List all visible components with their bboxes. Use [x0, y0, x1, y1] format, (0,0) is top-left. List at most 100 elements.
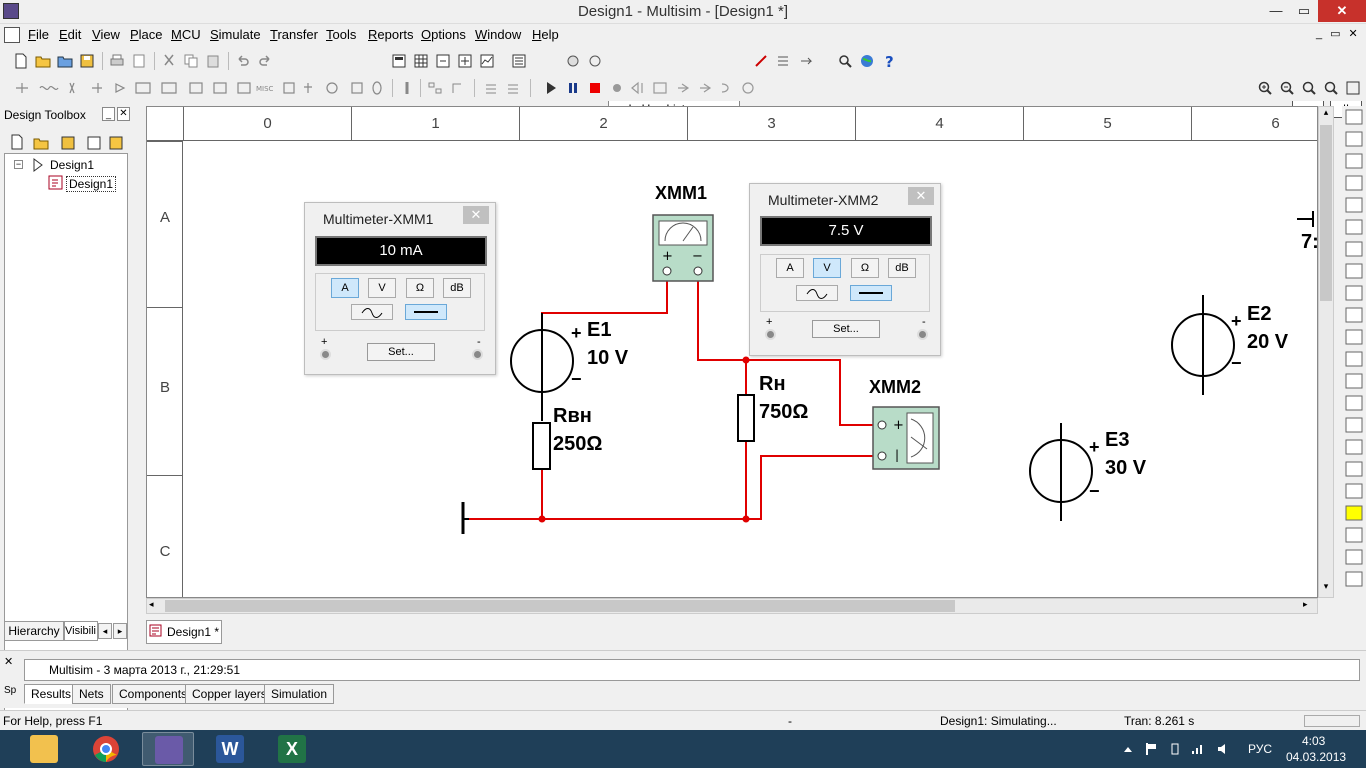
scroll-left-icon[interactable]: ◂ — [149, 599, 154, 609]
xmm1-mode-ampere-button[interactable]: A — [331, 278, 359, 298]
zoom-full-icon[interactable] — [1344, 79, 1362, 97]
tab-simulation[interactable]: Simulation — [264, 684, 335, 704]
help-icon[interactable]: ? — [880, 52, 898, 71]
menu-file[interactable]: File — [28, 27, 49, 42]
tree-child-label[interactable]: Design1 — [66, 176, 117, 192]
open-folder-icon[interactable] — [34, 52, 52, 70]
menu-reports[interactable]: Reports — [368, 27, 414, 42]
step-controls-icons[interactable] — [630, 79, 760, 97]
taskbar-excel[interactable]: X — [266, 732, 318, 766]
find-examples-icon[interactable] — [836, 52, 854, 70]
schematic-canvas[interactable]: 0 1 2 3 4 5 6 A B C — [146, 106, 1318, 598]
open-samples-icon[interactable] — [56, 52, 74, 70]
xmm1-close-button[interactable]: ✕ — [463, 206, 489, 224]
tray-time[interactable]: 4:03 — [1302, 734, 1326, 748]
xmm2-mode-ohm-button[interactable]: Ω — [851, 258, 879, 278]
xmm1-minus-terminal[interactable] — [472, 349, 483, 360]
database-manager-icon[interactable] — [456, 52, 474, 70]
taskbar-multisim[interactable] — [142, 732, 194, 766]
menu-edit[interactable]: Edit — [59, 27, 82, 42]
tab-components[interactable]: Components — [112, 684, 195, 704]
connector-icon[interactable] — [448, 79, 466, 97]
tab-copper-layers[interactable]: Copper layers — [185, 684, 274, 704]
paste-icon[interactable] — [204, 52, 222, 70]
tree-root-label[interactable]: Design1 — [50, 158, 95, 172]
canvas-horizontal-scrollbar[interactable]: ◂ ▸ — [146, 598, 1318, 614]
component-view-icon[interactable] — [434, 52, 452, 70]
close-button[interactable]: ✕ — [1318, 0, 1366, 22]
pause-at-next-icon[interactable] — [608, 79, 626, 97]
new-file-icon[interactable] — [12, 52, 30, 70]
undo-icon[interactable] — [234, 52, 252, 70]
xmm2-mode-volt-button[interactable]: V — [813, 258, 841, 278]
horizontal-scroll-thumb[interactable] — [165, 600, 955, 612]
app-icon[interactable] — [3, 3, 19, 19]
xmm2-minus-terminal[interactable] — [917, 329, 928, 340]
scroll-down-icon[interactable]: ▾ — [1323, 581, 1329, 591]
xmm1-dc-button[interactable] — [405, 304, 447, 320]
menu-simulate[interactable]: Simulate — [210, 27, 261, 42]
postprocess-icon[interactable] — [482, 79, 500, 97]
probe-icon[interactable] — [752, 52, 770, 70]
zoom-in-icon[interactable] — [1256, 79, 1274, 97]
document-icon[interactable] — [4, 27, 20, 43]
xmm1-mode-db-button[interactable]: dB — [443, 278, 471, 298]
postprocessor-icon[interactable] — [510, 52, 528, 70]
zoom-area-icon[interactable] — [1300, 79, 1318, 97]
tab-visibility[interactable]: Visibili — [64, 621, 98, 641]
list-icon[interactable] — [774, 52, 792, 70]
restore-button[interactable]: ▭ — [1297, 3, 1311, 18]
menu-tools[interactable]: Tools — [326, 27, 357, 42]
taskbar-chrome[interactable] — [80, 732, 132, 766]
xmm2-mode-db-button[interactable]: dB — [888, 258, 916, 278]
mdi-controls[interactable]: _▭✕ — [1316, 28, 1358, 40]
electrical-rules-icon[interactable] — [564, 52, 582, 70]
component-bin-icons[interactable]: MISC — [12, 79, 382, 97]
menu-help[interactable]: Help — [532, 27, 559, 42]
toolbox-pin-icon[interactable]: _ — [102, 107, 115, 121]
instrument-icons[interactable] — [1342, 106, 1366, 636]
multimeter-xmm1-window[interactable]: Multimeter-XMM1 ✕ 10 mA A V Ω dB + Set..… — [304, 202, 496, 375]
grapher-icon[interactable] — [478, 52, 496, 70]
tray-language[interactable]: РУС — [1248, 742, 1273, 756]
cut-icon[interactable] — [160, 52, 178, 70]
bus-icon[interactable] — [398, 79, 416, 97]
toolbox-close-icon[interactable]: ✕ — [117, 107, 130, 121]
xmm2-close-button[interactable]: ✕ — [908, 187, 934, 205]
scroll-up-icon[interactable]: ▴ — [1323, 107, 1329, 117]
xmm1-mode-ohm-button[interactable]: Ω — [406, 278, 434, 298]
xmm2-dc-button[interactable] — [850, 285, 892, 301]
menu-window[interactable]: Window — [475, 27, 522, 42]
menu-transfer[interactable]: Transfer — [270, 27, 318, 42]
hierarchy-icon[interactable] — [426, 79, 444, 97]
toolbox-tools-icons[interactable] — [8, 133, 128, 151]
xmm1-plus-terminal[interactable] — [320, 349, 331, 360]
save-icon[interactable] — [78, 52, 96, 70]
pause-simulation-icon[interactable] — [564, 79, 582, 97]
menu-options[interactable]: Options — [421, 27, 466, 42]
xmm2-mode-ampere-button[interactable]: A — [776, 258, 804, 278]
tab-results[interactable]: Results — [24, 684, 79, 704]
results-close-icon[interactable]: ✕ — [4, 656, 14, 668]
multimeter-xmm2-window[interactable]: Multimeter-XMM2 ✕ 7.5 V A V Ω dB + Set..… — [749, 183, 941, 356]
zoom-out-icon[interactable] — [1278, 79, 1296, 97]
menu-mcu[interactable]: MCU — [171, 27, 201, 42]
tree-collapse-icon[interactable]: − — [14, 159, 23, 169]
copy-icon[interactable] — [182, 52, 200, 70]
xmm2-set-button[interactable]: Set... — [812, 320, 880, 338]
tray-icons[interactable] — [1120, 740, 1240, 758]
tab-design1[interactable]: Design1 * — [146, 620, 222, 644]
run-simulation-icon[interactable] — [542, 79, 560, 97]
toggle-full-screen-icon[interactable] — [390, 52, 408, 70]
xmm2-plus-terminal[interactable] — [765, 329, 776, 340]
tab-nets[interactable]: Nets — [72, 684, 111, 704]
globe-icon[interactable] — [858, 52, 876, 70]
xmm2-ac-button[interactable] — [796, 285, 838, 301]
netlist-icon[interactable] — [504, 79, 522, 97]
zoom-fit-icon[interactable] — [1322, 79, 1340, 97]
print-preview-icon[interactable] — [130, 52, 148, 70]
taskbar-file-explorer[interactable] — [18, 732, 70, 766]
xmm1-mode-volt-button[interactable]: V — [368, 278, 396, 298]
xmm1-set-button[interactable]: Set... — [367, 343, 435, 361]
menu-place[interactable]: Place — [130, 27, 163, 42]
